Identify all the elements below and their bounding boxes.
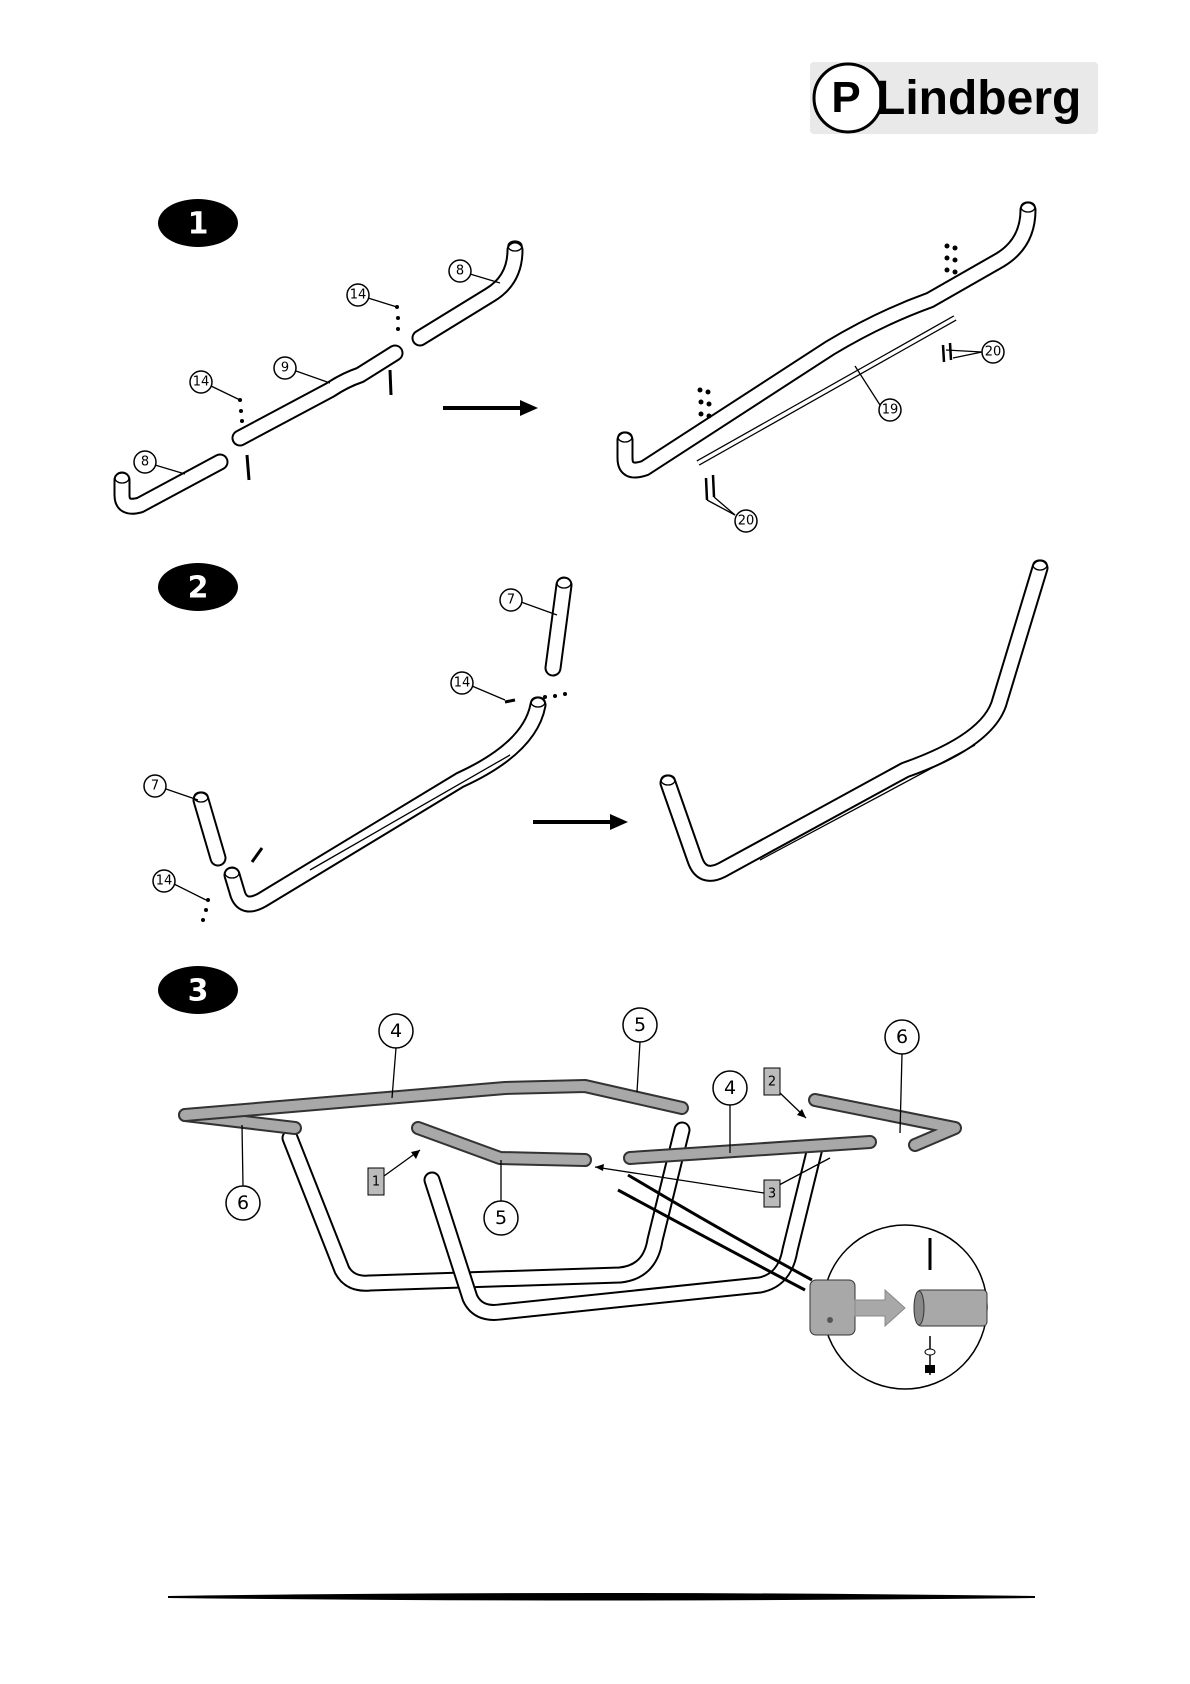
callout-6-b: 6 <box>226 1125 260 1220</box>
svg-text:3: 3 <box>768 1187 776 1202</box>
step-number-1: 1 <box>188 207 209 242</box>
callout-14-a: 14 <box>347 284 397 307</box>
svg-text:8: 8 <box>456 264 464 279</box>
callout-14-c: 14 <box>451 672 505 700</box>
bolt-set-20-b <box>943 244 958 363</box>
svg-text:6: 6 <box>896 1026 908 1048</box>
callout-8-left: 8 <box>134 451 185 474</box>
callout-20-b: 20 <box>707 497 757 532</box>
svg-text:14: 14 <box>156 874 173 889</box>
svg-text:5: 5 <box>495 1207 507 1229</box>
callout-9: 9 <box>274 357 330 383</box>
callout-5-b: 5 <box>484 1160 518 1235</box>
arrow-right-icon <box>443 400 538 416</box>
step-2-assembled <box>661 560 1047 873</box>
svg-text:9: 9 <box>281 361 289 376</box>
svg-text:14: 14 <box>454 676 471 691</box>
part-7-right <box>553 578 571 668</box>
callout-4-a: 4 <box>379 1014 413 1098</box>
callout-8-right: 8 <box>449 260 500 283</box>
svg-text:1: 1 <box>372 1175 380 1190</box>
step-2: 2 7 <box>144 560 1047 922</box>
connector-tag-2: 2 <box>764 1068 806 1118</box>
svg-text:4: 4 <box>724 1077 736 1099</box>
connector-tag-1: 1 <box>368 1150 420 1195</box>
step-2-frame-exploded <box>225 697 545 904</box>
svg-text:7: 7 <box>507 593 515 608</box>
callout-20-a: 20 <box>946 341 1004 363</box>
footer-rule <box>168 1593 1035 1601</box>
svg-text:20: 20 <box>738 514 755 529</box>
svg-text:14: 14 <box>193 375 210 390</box>
svg-text:7: 7 <box>151 779 159 794</box>
svg-text:4: 4 <box>390 1020 402 1042</box>
svg-text:6: 6 <box>237 1192 249 1214</box>
callout-19: 19 <box>855 366 901 421</box>
step-number-3: 3 <box>188 974 209 1009</box>
part-9 <box>240 353 395 438</box>
svg-text:14: 14 <box>350 288 367 303</box>
callout-4-b: 4 <box>713 1071 747 1153</box>
callout-5-a: 5 <box>623 1008 657 1092</box>
svg-text:5: 5 <box>634 1014 646 1036</box>
step-3: 3 1 <box>158 966 987 1389</box>
callout-14-d: 14 <box>153 870 206 900</box>
step-1: 1 14 <box>115 199 1035 532</box>
svg-text:20: 20 <box>985 345 1002 360</box>
svg-text:2: 2 <box>768 1075 776 1090</box>
part-8-right <box>420 241 522 338</box>
part-7-left <box>194 792 218 858</box>
step-1-assembled <box>618 202 1035 470</box>
svg-text:8: 8 <box>141 455 149 470</box>
callout-7-right: 7 <box>500 589 557 615</box>
callout-7-left: 7 <box>144 775 198 800</box>
step-number-2: 2 <box>188 571 209 606</box>
callout-14-b: 14 <box>190 371 240 400</box>
bolt-set-20-a <box>698 388 715 501</box>
svg-text:19: 19 <box>882 403 899 418</box>
arrow-right-icon <box>533 814 628 830</box>
